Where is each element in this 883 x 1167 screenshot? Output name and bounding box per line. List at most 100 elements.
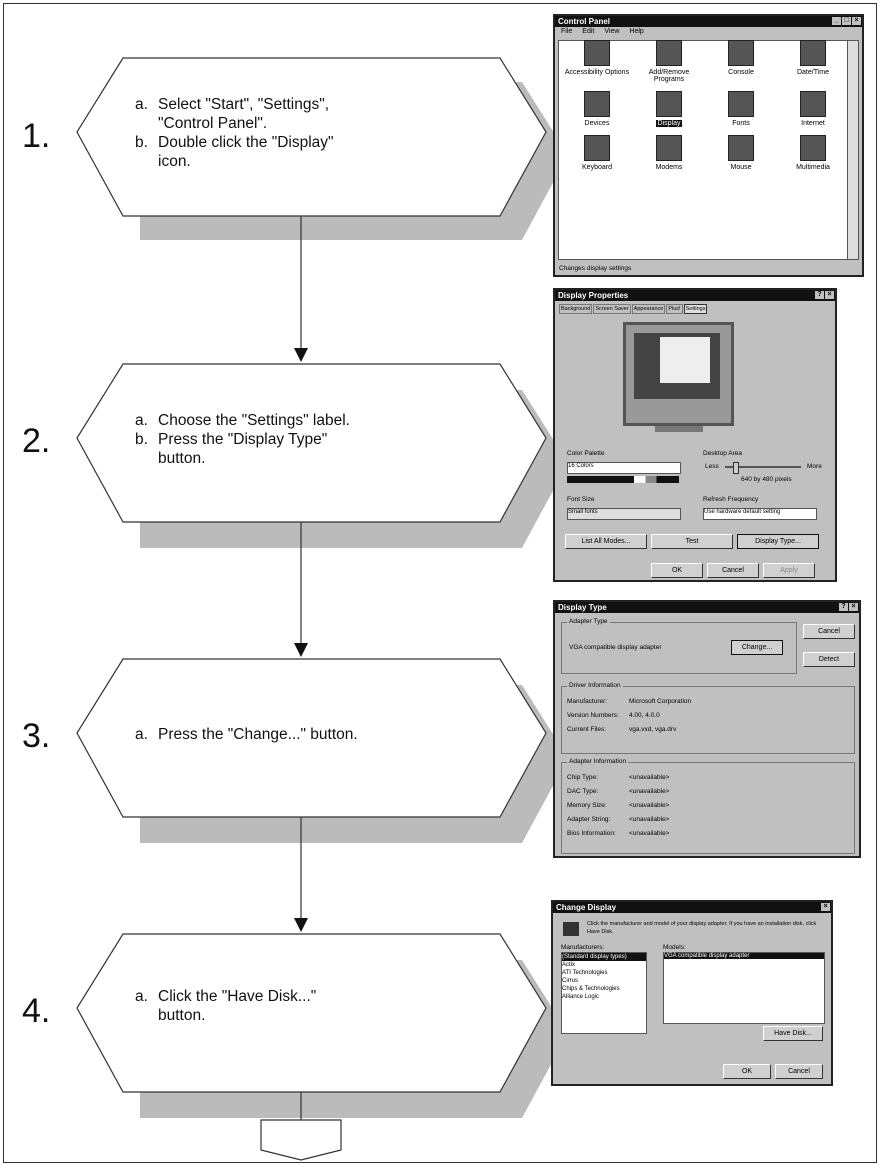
step-1-line-4: icon. bbox=[158, 153, 191, 170]
desktop-area-slider[interactable] bbox=[725, 462, 801, 474]
step-1-marker-blank bbox=[135, 114, 158, 133]
cancel-button[interactable]: Cancel bbox=[707, 563, 759, 578]
tab-settings[interactable]: Settings bbox=[683, 304, 708, 314]
models-list[interactable]: VGA compatible display adapter bbox=[663, 952, 825, 1024]
change-button[interactable]: Change... bbox=[731, 640, 783, 655]
tab-background[interactable]: Background bbox=[559, 304, 593, 314]
adapter-value: VGA compatible display adapter bbox=[569, 644, 662, 651]
cp-devices-label: Devices bbox=[584, 120, 610, 127]
mouse-icon bbox=[728, 135, 754, 161]
close-icon[interactable]: × bbox=[849, 603, 858, 611]
step-1-number: 1. bbox=[22, 117, 51, 155]
control-panel-status: Changes display settings bbox=[559, 265, 632, 272]
adapter-info-label: Adapter Information bbox=[567, 758, 629, 765]
arrow-head-4 bbox=[294, 918, 308, 932]
manufacturer-item[interactable]: Cirrus bbox=[562, 978, 578, 984]
cp-fonts[interactable]: Fonts bbox=[705, 91, 777, 127]
display-properties-tabs: Background Screen Saver Appearance Plus!… bbox=[555, 301, 835, 314]
cp-mouse[interactable]: Mouse bbox=[705, 135, 777, 171]
step-4-box bbox=[76, 933, 547, 1093]
bios-info-key: Bios Information: bbox=[567, 830, 616, 837]
minimize-icon[interactable]: _ bbox=[832, 17, 841, 25]
manufacturer-item[interactable]: Alliance Logic bbox=[562, 994, 600, 1000]
cp-accessibility[interactable]: Accessibility Options bbox=[561, 40, 633, 83]
cp-multimedia-label: Multimedia bbox=[796, 164, 830, 171]
menu-view[interactable]: View bbox=[604, 28, 620, 35]
cp-modems[interactable]: Modems bbox=[633, 135, 705, 171]
cp-console[interactable]: Console bbox=[705, 40, 777, 83]
resolution-text: 640 by 480 pixels bbox=[741, 476, 792, 483]
cp-multimedia[interactable]: Multimedia bbox=[777, 135, 849, 171]
cp-internet[interactable]: Internet bbox=[777, 91, 849, 127]
menu-edit[interactable]: Edit bbox=[582, 28, 595, 35]
cp-keyboard[interactable]: Keyboard bbox=[561, 135, 633, 171]
apply-button[interactable]: Apply bbox=[763, 563, 815, 578]
ok-button[interactable]: OK bbox=[651, 563, 703, 578]
step-4-line-2: button. bbox=[158, 1007, 206, 1024]
cp-display[interactable]: Display bbox=[633, 91, 705, 127]
cp-console-label: Console bbox=[728, 69, 754, 76]
step-1-line-1: Select "Start", "Settings", bbox=[158, 96, 330, 113]
ok-button[interactable]: OK bbox=[723, 1064, 771, 1079]
display-type-button[interactable]: Display Type... bbox=[737, 534, 819, 549]
tab-plus[interactable]: Plus! bbox=[666, 304, 683, 314]
cp-addremove[interactable]: Add/Remove Programs bbox=[633, 40, 705, 83]
instructions-text: Click the manufacturer and model of your… bbox=[587, 921, 817, 935]
arrow-head-2 bbox=[294, 348, 308, 362]
close-icon[interactable]: × bbox=[852, 17, 861, 25]
step-2-text: a.Choose the "Settings" label. b.Press t… bbox=[135, 411, 350, 468]
step-1-text: a.Select "Start", "Settings", "Control P… bbox=[135, 95, 334, 171]
list-all-modes-button[interactable]: List All Modes... bbox=[565, 534, 647, 549]
cancel-button[interactable]: Cancel bbox=[803, 624, 855, 639]
display-icon bbox=[656, 91, 682, 117]
fonts-icon bbox=[728, 91, 754, 117]
step-2-line-3: button. bbox=[158, 450, 206, 467]
cp-fonts-label: Fonts bbox=[732, 120, 750, 127]
manufacturer-key: Manufacturer: bbox=[567, 698, 608, 705]
close-icon[interactable]: × bbox=[825, 291, 834, 299]
control-panel-scrollbar[interactable] bbox=[847, 40, 859, 260]
close-icon[interactable]: × bbox=[821, 903, 830, 911]
display-type-window: Display Type ?× Adapter Type VGA compati… bbox=[553, 600, 861, 858]
cp-devices[interactable]: Devices bbox=[561, 91, 633, 127]
display-properties-window: Display Properties ?× Background Screen … bbox=[553, 288, 837, 582]
control-panel-titlebar: Control Panel _□× bbox=[555, 16, 862, 27]
add-remove-icon bbox=[656, 40, 682, 66]
model-item[interactable]: VGA compatible display adapter bbox=[664, 953, 824, 959]
datetime-icon bbox=[800, 40, 826, 66]
cp-mouse-label: Mouse bbox=[730, 164, 752, 171]
adapter-string-value: <unavailable> bbox=[629, 816, 670, 823]
test-button[interactable]: Test bbox=[651, 534, 733, 549]
cp-addremove-label: Add/Remove Programs bbox=[648, 69, 690, 83]
help-icon[interactable]: ? bbox=[839, 603, 848, 611]
version-key: Version Numbers: bbox=[567, 712, 619, 719]
desktop-area-more: More bbox=[807, 463, 822, 470]
adapter-type-label: Adapter Type bbox=[567, 618, 610, 625]
manufacturer-item[interactable]: (Standard display types) bbox=[562, 953, 646, 961]
keyboard-icon bbox=[584, 135, 610, 161]
detect-button[interactable]: Detect bbox=[803, 652, 855, 667]
step-4-text: a.Click the "Have Disk..." button. bbox=[135, 987, 316, 1025]
menu-file[interactable]: File bbox=[561, 28, 573, 35]
cp-datetime[interactable]: Date/Time bbox=[777, 40, 849, 83]
manufacturer-item[interactable]: ATI Technologies bbox=[562, 970, 608, 976]
cancel-button[interactable]: Cancel bbox=[775, 1064, 823, 1079]
slider-thumb[interactable] bbox=[733, 462, 739, 474]
control-panel-title: Control Panel bbox=[558, 17, 611, 26]
step-4-number: 4. bbox=[22, 992, 51, 1030]
help-icon[interactable]: ? bbox=[815, 291, 824, 299]
manufacturers-list[interactable]: (Standard display types) Actix ATI Techn… bbox=[561, 952, 647, 1034]
tab-appearance[interactable]: Appearance bbox=[631, 304, 666, 314]
maximize-icon[interactable]: □ bbox=[842, 17, 851, 25]
menu-help[interactable]: Help bbox=[629, 28, 644, 35]
font-size-select[interactable]: Small fonts bbox=[567, 508, 681, 520]
console-icon bbox=[728, 40, 754, 66]
step-4-line-1: Click the "Have Disk..." bbox=[158, 988, 317, 1005]
refresh-select[interactable]: Use hardware default setting bbox=[703, 508, 817, 520]
color-palette-select[interactable]: 16 Colors bbox=[567, 462, 681, 474]
manufacturer-item[interactable]: Chips & Technologies bbox=[562, 986, 620, 992]
have-disk-button[interactable]: Have Disk... bbox=[763, 1026, 823, 1041]
tab-screen-saver[interactable]: Screen Saver bbox=[593, 304, 631, 314]
manufacturer-item[interactable]: Actix bbox=[562, 962, 576, 968]
monitor-stand bbox=[655, 426, 703, 432]
